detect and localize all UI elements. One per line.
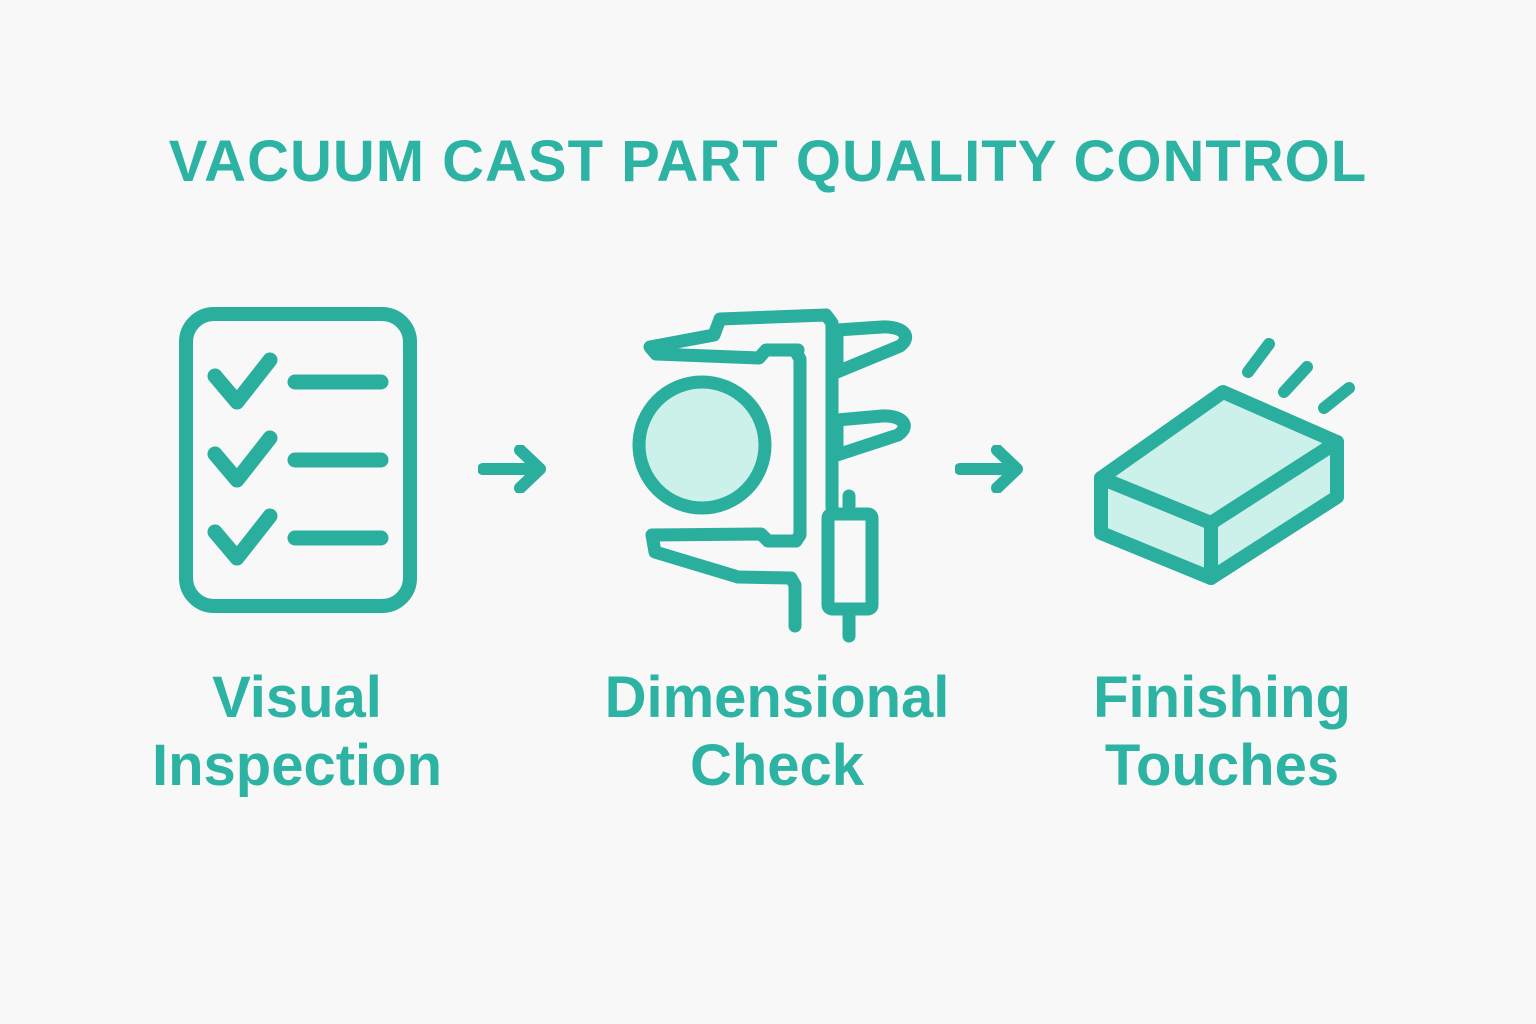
cast-part-icon	[1085, 335, 1357, 593]
step-label-line: Check	[689, 733, 865, 798]
caliper-icon	[630, 295, 930, 655]
page-title: VACUUM CAST PART QUALITY CONTROL	[168, 129, 1368, 194]
step-label-visual-inspection: Visual Inspection	[57, 664, 537, 800]
right-arrow-icon	[954, 444, 1037, 498]
checklist-icon	[178, 306, 418, 614]
step-label-line: Touches	[1104, 733, 1340, 798]
right-arrow-icon	[477, 444, 560, 498]
step-label-line: Finishing	[1093, 665, 1351, 730]
step-label-dimensional-check: Dimensional Check	[537, 664, 1017, 800]
step-label-finishing-touches: Finishing Touches	[982, 664, 1462, 800]
step-label-line: Inspection	[151, 733, 443, 798]
step-label-line: Dimensional	[604, 665, 950, 730]
step-label-line: Visual	[212, 665, 382, 730]
